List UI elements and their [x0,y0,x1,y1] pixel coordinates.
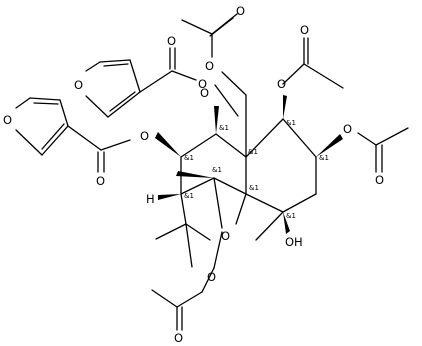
stereo-mark: &1 [249,184,259,192]
oxygen-c7-ester: O [343,122,352,136]
stereo-mark: &1 [212,166,222,174]
oxygen-ch2oac-ester: O [205,59,214,73]
oxygen-bottom-ester: O [207,270,216,284]
hydroxyl-label: OH [285,235,303,249]
oxygen-furan1-ester: O [198,77,207,91]
stereo-mark: &1 [219,124,229,132]
oxygen-bottom-carbonyl: O [174,331,183,345]
furan-2-ester [67,125,131,173]
core-ring-system [155,118,317,268]
oxygen-c6-carbonyl: O [300,23,309,37]
furan-ring-1 [85,59,141,118]
oxygen-ch2oac-carbonyl: O [236,4,245,18]
oxygen-c9-ester: O [200,86,209,100]
oxygen-furan1: O [74,78,83,92]
furan-ring-2 [15,97,69,156]
stereo-descriptors: &1 &1 &1 &1 &1 &1 &1 &1 &1 [184,119,329,220]
ch2-acetate-group [181,13,247,158]
stereo-mark: &1 [286,212,296,220]
oxygen-c7-carbonyl: O [375,173,384,187]
stereo-mark: &1 [286,119,296,127]
furan-1-ester [139,47,239,117]
oxygen-furan2: O [3,113,12,127]
oxygen-furan1-carbonyl: O [167,34,176,48]
oxygen-furan2-ester: O [140,129,149,143]
stereo-mark: &1 [248,148,258,156]
oxygen-c6-ester: O [277,77,286,91]
oxygen-ether-bridge: O [221,229,230,243]
stereo-mark: &1 [184,154,194,162]
stereo-mark: &1 [319,154,329,162]
acetate-bottom [151,231,223,331]
atom-labels: O O O O O O O O O O O O O O O O OH H [3,4,384,345]
acetate-c7 [357,127,409,173]
oxygen-furan2-carbonyl: O [96,174,105,188]
hydrogen-label: H [146,192,155,206]
acetate-c6 [282,37,344,89]
stereo-wedges [155,95,343,234]
stereo-mark: &1 [184,192,194,200]
